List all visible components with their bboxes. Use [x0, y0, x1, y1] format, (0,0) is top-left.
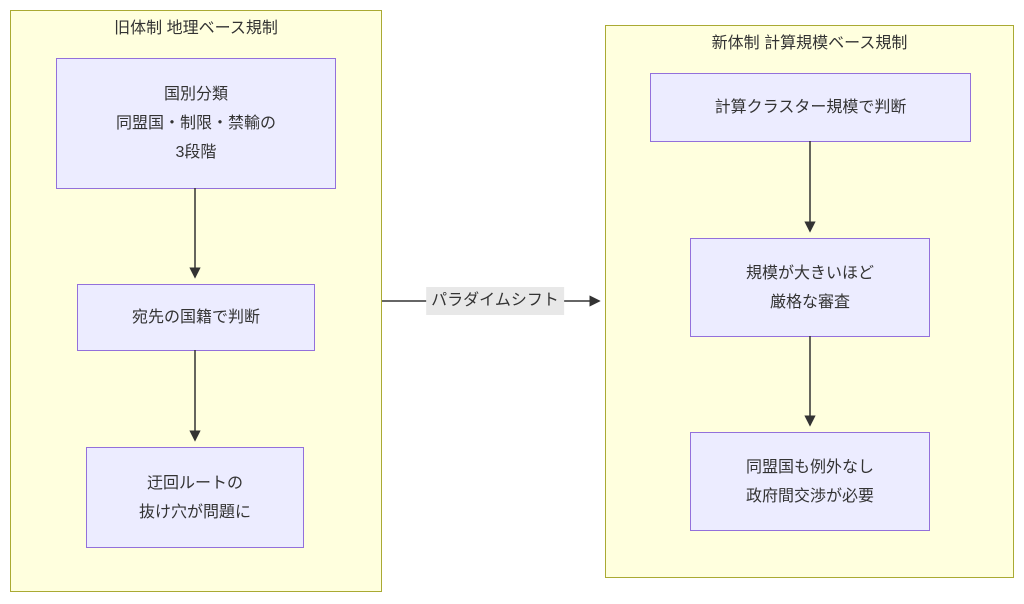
node-compute-cluster-scale: 計算クラスター規模で判断	[650, 73, 971, 142]
node-destination-nationality: 宛先の国籍で判断	[77, 284, 315, 351]
node-no-ally-exception: 同盟国も例外なし 政府間交渉が必要	[690, 432, 930, 531]
cluster-new-system: 新体制 計算規模ベース規制 計算クラスター規模で判断 規模が大きいほど 厳格な審…	[605, 25, 1014, 578]
cluster-old-system: 旧体制 地理ベース規制 国別分類 同盟国・制限・禁輸の 3段階 宛先の国籍で判断…	[10, 10, 382, 592]
edge-label-paradigm-shift: パラダイムシフト	[426, 287, 564, 315]
node-country-classification: 国別分類 同盟国・制限・禁輸の 3段階	[56, 58, 336, 189]
cluster-new-system-title: 新体制 計算規模ベース規制	[711, 35, 908, 52]
cluster-old-system-title: 旧体制 地理ベース規制	[114, 20, 278, 37]
node-loophole-problem: 迂回ルートの 抜け穴が問題に	[86, 447, 304, 548]
node-stricter-review: 規模が大きいほど 厳格な審査	[690, 238, 930, 337]
